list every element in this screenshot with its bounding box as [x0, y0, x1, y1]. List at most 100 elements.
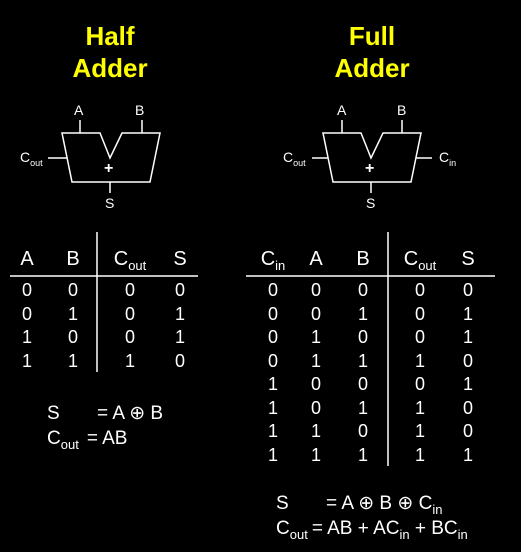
- full-sum-equation: S= A ⊕ B ⊕ Cin: [276, 492, 442, 517]
- full-eq1-lhs: S: [276, 493, 289, 514]
- full-table-cell: 0: [357, 421, 368, 441]
- full-table-cell: 0: [357, 374, 368, 394]
- full-table-cell: 1: [310, 327, 321, 347]
- full-table-cell: 0: [357, 327, 368, 347]
- full-table-header: B: [343, 248, 383, 271]
- half-adder-symbol: [61, 132, 161, 183]
- full-table-cell: 1: [414, 444, 425, 465]
- header-main: A: [309, 248, 323, 270]
- full-table-cell: 1: [310, 421, 321, 441]
- full-table-cell: 1: [357, 303, 368, 324]
- full-table-cell: 0: [414, 374, 425, 394]
- half-eq1-lhs: S: [47, 403, 60, 424]
- full-eq2-lhs-sub: out: [289, 526, 308, 542]
- full-input-b-label: B: [397, 102, 407, 118]
- header-main: C: [403, 248, 419, 270]
- full-cin-main: C: [439, 149, 450, 165]
- full-table-cell: 1: [267, 397, 278, 418]
- full-cout-sub: out: [293, 157, 306, 168]
- half-table-cell: 0: [67, 280, 78, 300]
- half-title-line2: Adder: [72, 53, 148, 83]
- full-eq2-rhs-2: + BC: [409, 518, 458, 539]
- half-table-cell: 1: [67, 350, 78, 371]
- header-main: B: [66, 248, 80, 270]
- half-table-header: S: [160, 248, 200, 271]
- half-table-cell: 1: [21, 350, 32, 371]
- header-main: B: [356, 248, 370, 270]
- full-table-cell: 0: [310, 303, 321, 324]
- full-eq2-rhs-sub-2: in: [457, 526, 468, 542]
- half-title-line1: Half: [85, 21, 135, 51]
- full-table-cell: 0: [462, 397, 473, 418]
- full-table-cell: 1: [462, 444, 473, 465]
- full-carry-equation: Cout= AB + ACin + BCin: [276, 518, 468, 542]
- half-table-header: B: [53, 248, 93, 271]
- half-table-cell: 0: [67, 327, 78, 347]
- full-eq2-rhs-sub-1: in: [399, 526, 410, 542]
- header-main: C: [260, 248, 276, 270]
- full-table-header: Cout: [400, 248, 440, 273]
- full-table-header: A: [296, 248, 336, 271]
- full-table-cell: 1: [357, 397, 368, 418]
- full-table-cell: 0: [462, 421, 473, 441]
- full-table-cell: 1: [462, 303, 473, 324]
- full-table-cell: 1: [462, 327, 473, 347]
- full-table-cell: 0: [414, 280, 425, 300]
- half-adder-title: Half Adder: [30, 20, 190, 84]
- full-table-header: Cin: [253, 248, 293, 273]
- full-table-cell: 1: [267, 444, 278, 465]
- full-table-cell: 1: [414, 350, 425, 371]
- full-cin-sub: in: [449, 157, 457, 168]
- half-cout-main: C: [20, 149, 31, 165]
- full-table-cell: 1: [414, 421, 425, 441]
- full-table-cell: 0: [462, 350, 473, 371]
- full-table-cell: 0: [310, 374, 321, 394]
- half-table-cell: 0: [124, 280, 135, 300]
- full-table-cell: 0: [357, 280, 368, 300]
- half-table-cell: 1: [174, 303, 185, 324]
- half-eq2-lhs-sub: out: [60, 436, 79, 452]
- full-adder-title: Full Adder: [292, 20, 452, 84]
- half-eq2-rhs: = AB: [86, 428, 128, 449]
- full-table-cell: 0: [267, 303, 278, 324]
- full-sum-label: S: [366, 195, 376, 211]
- half-sum-label: S: [105, 195, 115, 211]
- full-table-cell: 1: [357, 350, 368, 371]
- half-table-header: A: [7, 248, 47, 271]
- half-table-cell: 1: [21, 327, 32, 347]
- full-cout-label: Cout: [283, 149, 306, 168]
- header-sub: in: [275, 258, 286, 273]
- full-plus-label: +: [365, 160, 375, 177]
- full-table-cell: 0: [414, 327, 425, 347]
- half-table-cell: 0: [124, 327, 135, 347]
- full-table-cell: 0: [462, 280, 473, 300]
- full-eq2-rhs-1: = AB + AC: [311, 518, 400, 539]
- full-cin-label: Cin: [439, 149, 456, 168]
- full-table-cell: 0: [310, 397, 321, 418]
- header-main: C: [113, 248, 129, 270]
- half-eq2-lhs: C: [47, 428, 61, 449]
- full-table-cell: 0: [310, 280, 321, 300]
- full-table-cell: 0: [414, 303, 425, 324]
- half-input-b-label: B: [135, 102, 145, 118]
- header-sub: out: [418, 258, 437, 273]
- half-table-cell: 0: [174, 350, 185, 371]
- full-table-cell: 1: [267, 374, 278, 394]
- full-table-cell: 1: [414, 397, 425, 418]
- full-table-cell: 0: [267, 327, 278, 347]
- half-table-cell: 0: [124, 303, 135, 324]
- half-sum-equation: S= A ⊕ B: [47, 402, 163, 425]
- header-main: S: [173, 248, 187, 270]
- full-title-line1: Full: [348, 21, 396, 51]
- half-carry-equation: Cout = AB: [47, 428, 127, 452]
- full-input-a-label: A: [337, 102, 347, 118]
- full-table-cell: 1: [310, 350, 321, 371]
- full-table-header: S: [448, 248, 488, 271]
- full-table-cell: 1: [267, 421, 278, 441]
- half-table-cell: 0: [21, 303, 32, 324]
- full-eq1-rhs-sub: in: [432, 501, 443, 517]
- half-table-cell: 1: [124, 350, 135, 371]
- full-table-cell: 1: [462, 374, 473, 394]
- full-eq2-lhs: C: [276, 518, 290, 539]
